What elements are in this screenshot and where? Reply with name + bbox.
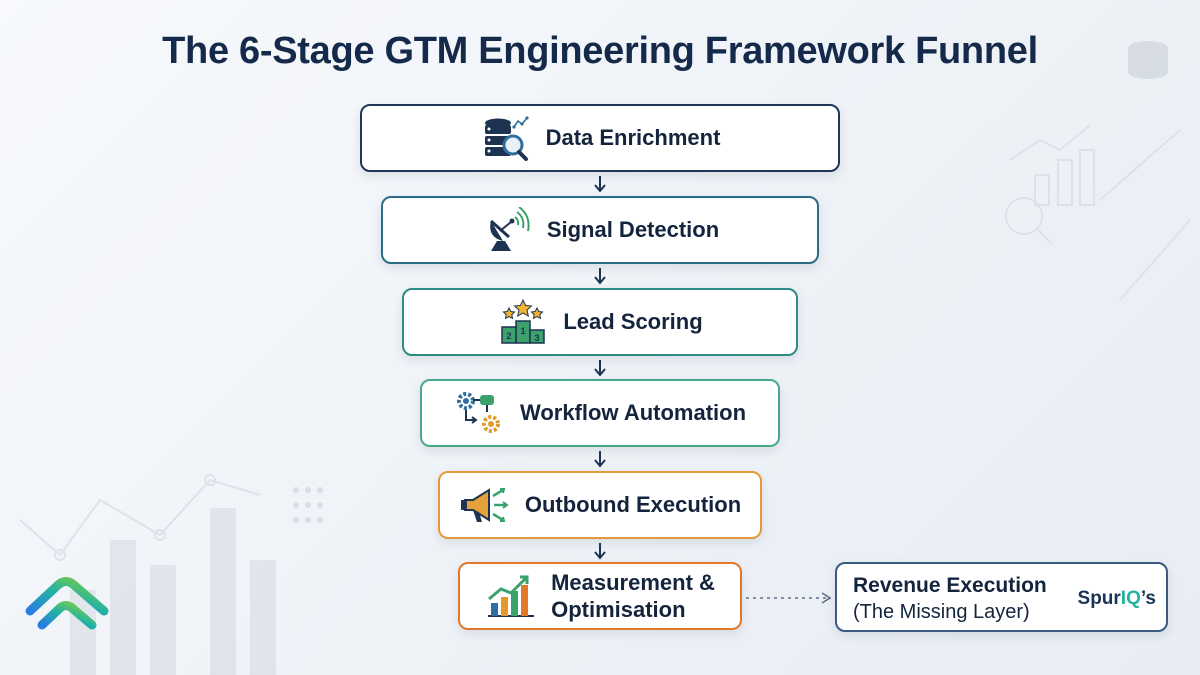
svg-text:3: 3 [535,333,540,343]
brand-part-spur: Spur [1077,588,1121,609]
stage-label-line1: Measurement & [551,570,715,595]
stage-label: Workflow Automation [519,400,747,425]
spuriq-brand: SpurIQ’s [1078,588,1156,610]
stage-label: Lead Scoring [563,309,703,334]
arrow-down-icon [594,451,606,468]
stage-signal-detection: Signal Detection [381,196,819,264]
stage-label: Data Enrichment [545,125,721,150]
megaphone-icon [459,482,511,528]
satellite-dish-icon [481,207,533,253]
revenue-execution-title: Revenue Execution [853,574,1047,597]
gears-flow-icon [454,390,506,436]
revenue-execution-box: Revenue Execution (The Missing Layer) Sp… [835,562,1168,632]
dotted-connector-arrow [746,592,832,604]
missing-layer-subtitle: (The Missing Layer) [853,601,1030,623]
arrow-down-icon [594,360,606,377]
stage-label: Signal Detection [546,217,720,242]
arrow-down-icon [594,176,606,193]
bar-chart-growth-icon [485,573,537,619]
database-search-icon [480,115,532,161]
brand-part-suffix: ’s [1140,588,1156,609]
stage-measurement-optimisation: Measurement & Optimisation [458,562,742,630]
arrow-down-icon [594,268,606,285]
brand-part-iq: IQ [1120,588,1141,609]
stage-label: Measurement & Optimisation [551,569,715,623]
stage-lead-scoring: 1 2 3 Lead Scoring [402,288,798,356]
arrow-down-icon [594,543,606,560]
svg-text:1: 1 [521,326,526,336]
page-title: The 6-Stage GTM Engineering Framework Fu… [162,30,1038,72]
stage-label: Outbound Execution [524,492,742,517]
podium-stars-icon: 1 2 3 [497,299,549,345]
stage-label-line2: Optimisation [551,597,686,622]
stage-workflow-automation: Workflow Automation [420,379,780,447]
stage-data-enrichment: Data Enrichment [360,104,840,172]
brand-logo [25,577,109,630]
stage-outbound-execution: Outbound Execution [438,471,762,539]
svg-text:2: 2 [507,331,512,341]
